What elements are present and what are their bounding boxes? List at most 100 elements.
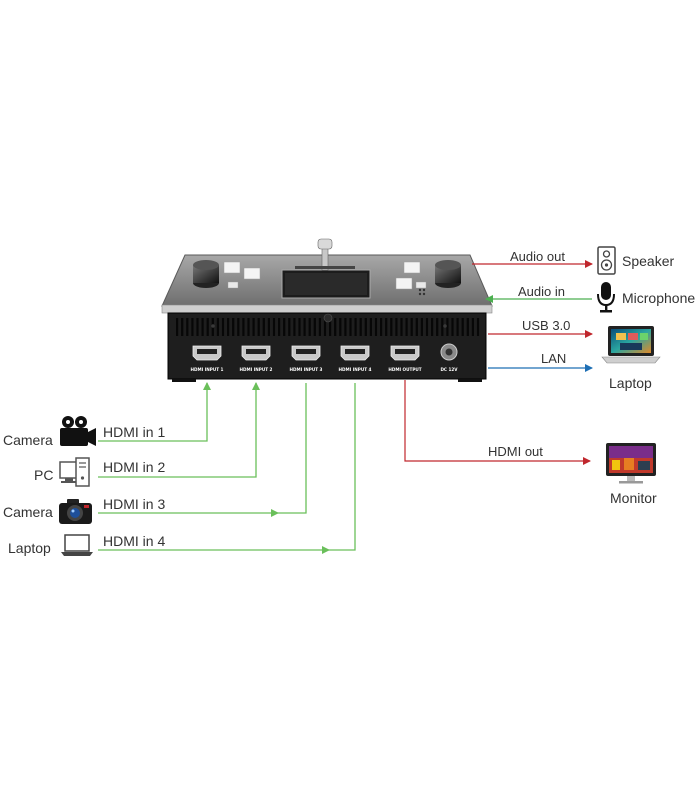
video-switcher-device: HDMI INPUT 1 HDMI INPUT 2 HDMI INPUT 3 HDMI…	[161, 238, 493, 382]
vent-slot	[201, 318, 204, 336]
vent-slot	[441, 318, 444, 336]
vent-slot	[252, 318, 255, 336]
hdmi-port-3[interactable]: HDMI INPUT 3	[290, 345, 323, 372]
vent-slot	[247, 318, 250, 336]
vent-slot	[476, 318, 480, 336]
vent-slot	[369, 318, 372, 336]
hdmi-in-3-line	[98, 383, 307, 514]
port-label-5: HDMI OUTPUT	[388, 367, 421, 372]
vent-slot	[446, 318, 449, 336]
link-label-audio-out: Audio out	[510, 249, 565, 264]
knob-right[interactable]	[435, 260, 461, 288]
vent-slot	[283, 318, 286, 336]
speaker-icon	[597, 246, 616, 275]
device-label-pc: PC	[34, 467, 53, 483]
desktop-pc-icon	[59, 457, 90, 487]
port-label-4: HDMI INPUT 4	[339, 367, 372, 372]
vent-slot	[242, 318, 245, 336]
vent-slot	[237, 318, 240, 336]
link-label-hdmi-in-1: HDMI in 1	[103, 424, 165, 440]
link-label-audio-in: Audio in	[518, 284, 565, 299]
port-label-3: HDMI INPUT 3	[290, 367, 323, 372]
vent-slot	[349, 318, 352, 336]
vent-slot	[329, 318, 332, 336]
vent-slot	[334, 318, 337, 336]
vent-slot	[267, 318, 270, 336]
port-label-2: HDMI INPUT 2	[240, 367, 273, 372]
hdmi-port-2[interactable]: HDMI INPUT 2	[240, 345, 273, 372]
panel-button[interactable]	[243, 267, 261, 280]
vent-slot	[415, 318, 418, 336]
vent-slot	[293, 318, 296, 336]
vent-slot	[278, 318, 281, 336]
hdmi-out-line	[404, 380, 591, 465]
vent-slot	[257, 318, 260, 336]
device-label-camera-2: Camera	[3, 504, 53, 520]
input-connections	[98, 382, 356, 554]
device-label-camera-1: Camera	[3, 432, 53, 448]
panel-button[interactable]	[403, 261, 421, 274]
link-label-hdmi-in-3: HDMI in 3	[103, 496, 165, 512]
vent-slot	[191, 318, 194, 336]
vent-slot	[374, 318, 378, 336]
vent-slot	[354, 318, 357, 336]
vent-slot	[339, 318, 342, 336]
vent-slot	[420, 318, 423, 336]
monitor-icon	[606, 443, 656, 484]
vent-slot	[385, 318, 388, 336]
vent-slot	[196, 318, 199, 336]
device-label-speaker: Speaker	[622, 253, 674, 269]
vent-slot	[359, 318, 362, 336]
vent-slot	[232, 318, 235, 336]
video-camera-icon	[60, 416, 96, 446]
vent-slot	[390, 318, 393, 336]
vent-slot	[303, 318, 306, 336]
vent-slot	[405, 318, 408, 336]
vent-slot	[308, 318, 311, 336]
device-label-microphone: Microphone	[622, 290, 695, 306]
vent-slot	[318, 318, 321, 336]
device-label-laptop-in: Laptop	[8, 540, 51, 556]
vent-slot	[206, 318, 209, 336]
port-label-dc: DC 12V	[440, 367, 458, 372]
vent-slot	[313, 318, 316, 336]
hdmi-in-1-line	[98, 382, 211, 442]
vent-slot	[288, 318, 291, 336]
link-label-usb: USB 3.0	[522, 318, 570, 333]
vent-slot	[221, 318, 225, 336]
hdmi-in-2-line	[98, 382, 260, 478]
hdmi-port-5[interactable]: HDMI OUTPUT	[388, 345, 422, 372]
panel-button[interactable]	[223, 261, 241, 274]
vent-slot	[272, 318, 276, 336]
vent-slot	[456, 318, 459, 336]
hdmi-in-4-line	[98, 383, 356, 551]
device-label-monitor: Monitor	[610, 490, 657, 506]
dc-power-jack[interactable]	[440, 343, 458, 361]
vent-slot	[431, 318, 434, 336]
vent-slot	[395, 318, 398, 336]
vent-slot	[186, 318, 189, 336]
vent-slot	[181, 318, 184, 336]
vent-slot	[262, 318, 265, 336]
vent-slot	[400, 318, 403, 336]
vent-slot	[380, 318, 383, 336]
hdmi-port-1[interactable]: HDMI INPUT 1	[191, 345, 224, 372]
link-label-lan: LAN	[541, 351, 566, 366]
port-label-1: HDMI INPUT 1	[191, 367, 224, 372]
vent-slot	[471, 318, 474, 336]
vent-slot	[344, 318, 347, 336]
vent-slot	[227, 318, 230, 336]
vent-slot	[176, 318, 179, 336]
t-bar-lever[interactable]	[295, 238, 355, 271]
knob-left[interactable]	[193, 260, 219, 288]
link-label-hdmi-out: HDMI out	[488, 444, 543, 459]
vent-slot	[216, 318, 219, 336]
laptop-icon	[61, 534, 93, 556]
panel-button[interactable]	[395, 277, 413, 290]
vent-slot	[323, 318, 327, 336]
vent-slot	[364, 318, 367, 336]
device-label-laptop-out: Laptop	[609, 375, 652, 391]
hdmi-port-4[interactable]: HDMI INPUT 4	[339, 345, 372, 372]
vent-slot	[425, 318, 429, 336]
